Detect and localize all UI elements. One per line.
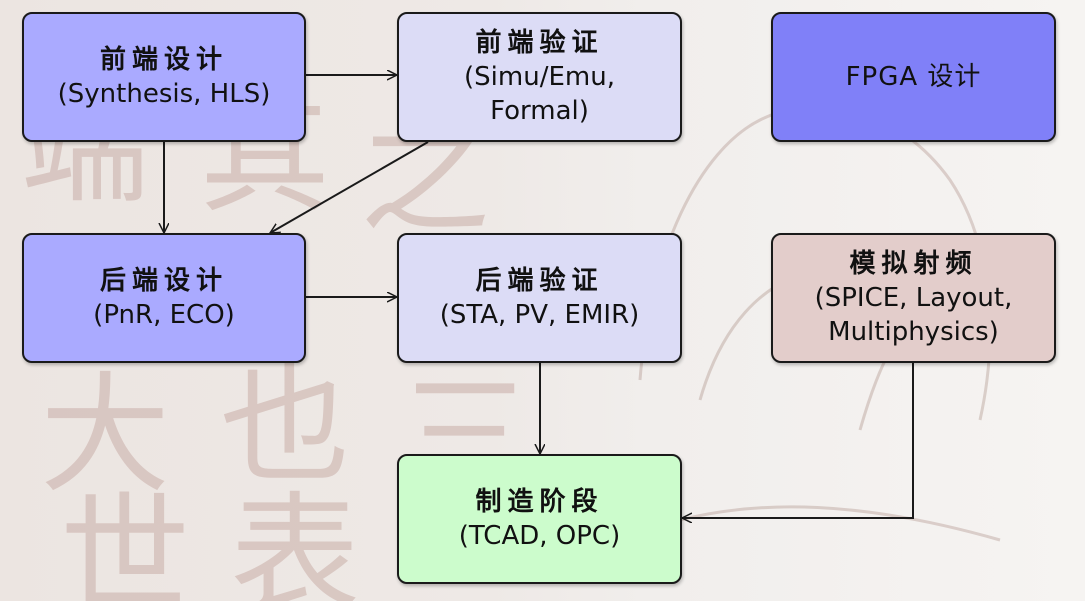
node-frontend-design-title: 前端设计 (99, 45, 228, 75)
edge-frontend-verify-to-backend-design (270, 141, 429, 234)
svg-text:表: 表 (230, 479, 360, 601)
node-backend-verify: 后端验证 (STA, PV, EMIR) (397, 233, 682, 363)
node-backend-verify-subtitle: (STA, PV, EMIR) (439, 300, 640, 330)
node-fabrication-title: 制造阶段 (475, 487, 604, 517)
svg-text:大: 大 (40, 359, 170, 511)
node-analog-rf-subtitle: (SPICE, Layout, Multiphysics) (814, 283, 1013, 347)
svg-text:也: 也 (220, 349, 350, 501)
node-frontend-design-subtitle: (Synthesis, HLS) (57, 79, 271, 109)
node-fabrication-subtitle: (TCAD, OPC) (458, 521, 621, 551)
edge-analog-rf-to-fabrication (682, 363, 914, 518)
node-backend-design-title: 后端设计 (99, 266, 228, 296)
node-backend-design: 后端设计 (PnR, ECO) (22, 233, 306, 363)
node-frontend-design: 前端设计 (Synthesis, HLS) (22, 12, 306, 142)
svg-text:世: 世 (60, 479, 190, 601)
node-fpga-design: FPGA 设计 (771, 12, 1056, 142)
node-fabrication: 制造阶段 (TCAD, OPC) (397, 454, 682, 584)
node-frontend-verify-title: 前端验证 (475, 28, 604, 58)
node-fpga-design-title: FPGA 设计 (845, 62, 982, 92)
node-analog-rf-title: 模拟射频 (849, 249, 978, 279)
node-frontend-verify: 前端验证 (Simu/Emu, Formal) (397, 12, 682, 142)
node-frontend-verify-subtitle: (Simu/Emu, Formal) (464, 62, 615, 126)
node-analog-rf: 模拟射频 (SPICE, Layout, Multiphysics) (771, 233, 1056, 363)
node-backend-design-subtitle: (PnR, ECO) (93, 300, 235, 330)
node-backend-verify-title: 后端验证 (475, 266, 604, 296)
